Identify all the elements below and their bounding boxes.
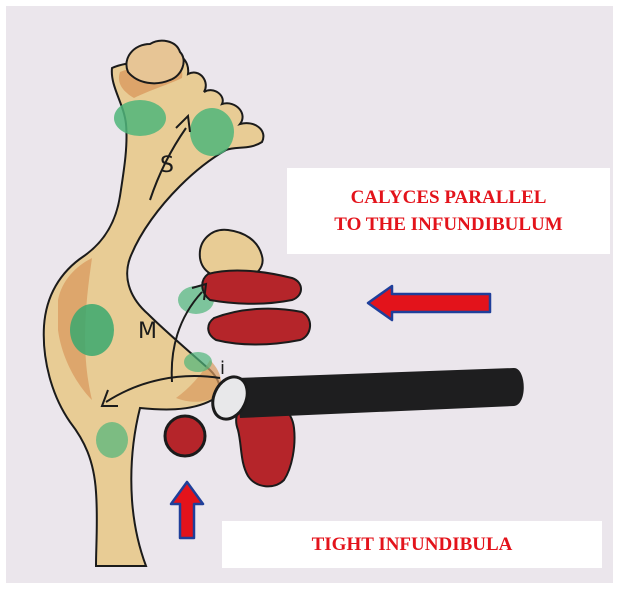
- endoscope: [236, 368, 524, 418]
- green-patch-3: [70, 304, 114, 356]
- infundibula-pointer-arrow: [171, 482, 203, 538]
- green-patch-6: [184, 352, 212, 372]
- red-calyx-1: [202, 271, 301, 304]
- green-patch-1: [114, 100, 166, 136]
- tight-infundibula-label: TIGHT INFUNDIBULA: [222, 521, 602, 568]
- calyces-label-line2: TO THE INFUNDIBULUM: [334, 211, 562, 238]
- calyces-parallel-label: CALYCES PARALLEL TO THE INFUNDIBULUM: [287, 168, 610, 254]
- red-calyx-2: [208, 309, 310, 345]
- calyces-label-line1: CALYCES PARALLEL: [351, 184, 547, 211]
- superior-calyx-cup: [126, 41, 183, 84]
- green-patch-5: [96, 422, 128, 458]
- calyces-pointer-arrow: [368, 286, 490, 320]
- superior-mark: S: [160, 153, 174, 178]
- tight-infundibulum-calyx: [165, 416, 205, 456]
- inferior-mark: i: [220, 358, 225, 379]
- green-patch-2: [190, 108, 234, 156]
- middle-mark: M: [138, 319, 157, 344]
